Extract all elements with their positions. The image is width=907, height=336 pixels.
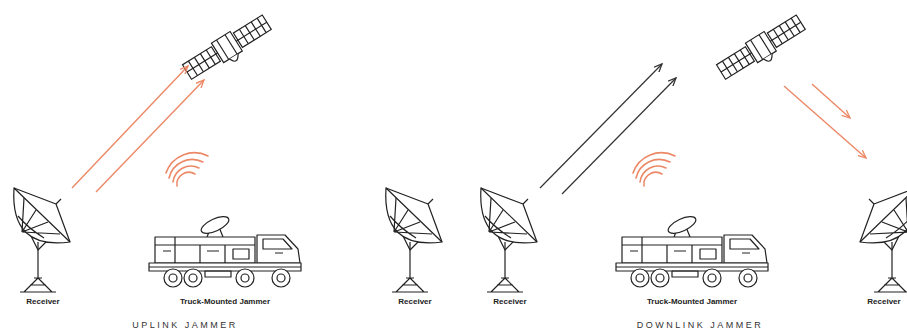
signal-arrow — [562, 78, 676, 194]
jammer-truck — [616, 213, 768, 287]
receiver-dish — [386, 188, 442, 292]
signal-arrow — [72, 66, 188, 188]
signal-arrow — [540, 64, 662, 188]
receiver-dish — [481, 188, 537, 292]
signal-arrow — [812, 84, 850, 118]
satellite — [181, 12, 276, 86]
jammer-label: Truck-Mounted Jammer — [180, 298, 270, 307]
signal-arrow — [784, 86, 866, 158]
receiver-label: Receiver — [398, 298, 431, 307]
jamming-waves — [633, 153, 675, 186]
satellite — [715, 12, 810, 86]
uplink-arrows — [72, 66, 204, 192]
receiver-dish — [860, 188, 907, 292]
receiver-label: Receiver — [867, 298, 900, 307]
jammer-truck — [149, 213, 301, 287]
receiver-label: Receiver — [26, 298, 59, 307]
jamming-waves — [166, 153, 208, 186]
signal-arrow — [96, 80, 204, 192]
receiver-dish — [14, 188, 70, 292]
panel-title: DOWNLINK JAMMER — [637, 321, 764, 331]
downlink-arrows — [784, 84, 866, 158]
jammer-label: Truck-Mounted Jammer — [647, 298, 737, 307]
receiver-label: Receiver — [493, 298, 526, 307]
panel-title: UPLINK JAMMER — [132, 321, 238, 331]
uplink-arrows — [540, 64, 676, 194]
